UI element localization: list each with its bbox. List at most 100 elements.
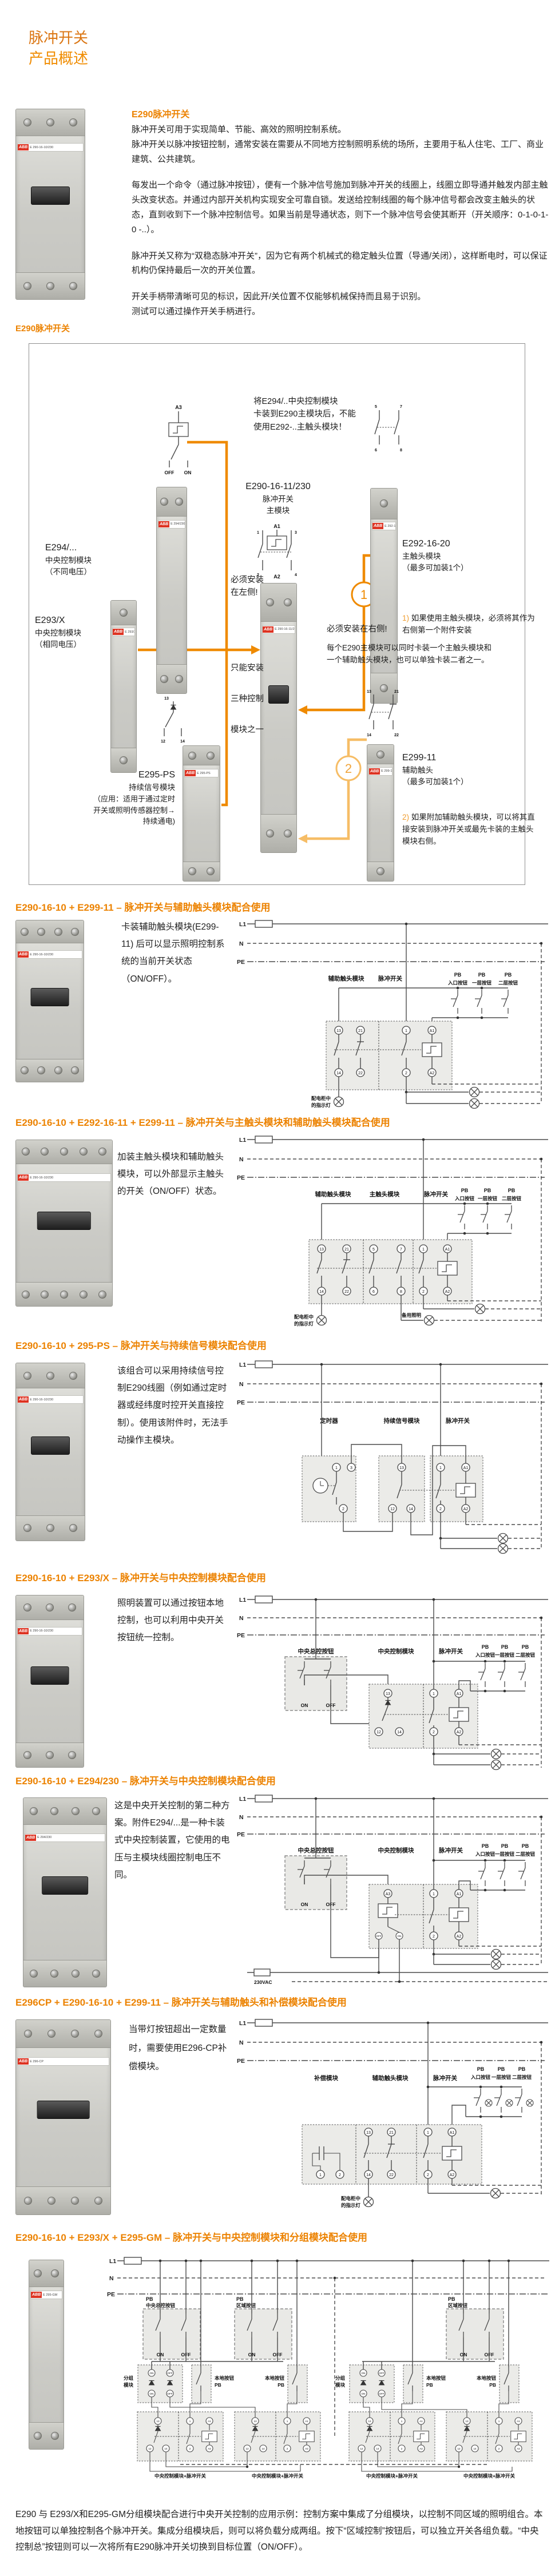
terminal-label: 3 [350,1466,352,1470]
terminal-label: 14 [319,1290,324,1294]
note2-number: 2) [402,813,410,821]
circled-number-2-label: 2 [345,761,352,776]
terminal-label: 22 [394,733,399,737]
lamp-caption: 配电柜中 [341,2196,360,2201]
column-label: 主触头模块 [370,1190,400,1198]
terminal-label: 2 [287,2447,288,2450]
pb-label: PB [518,2066,526,2072]
photo-code: E 290-16-10/230 [30,1398,54,1402]
section-desc-4: 照明装置可以通过按钮本地控制，也可以利用中央开关按钮统一控制。 [117,1598,224,1643]
intro-p6: 测试可以通过操作开关手柄进行。 [132,306,261,316]
pb-sub-label: 一层按钮 [495,1851,515,1857]
terminal-label: 14 [336,1071,341,1075]
pb-label: PB [482,1843,489,1849]
terminal-label: 5 [375,405,377,409]
lamp-icon [490,1948,502,1960]
terminal-label: 1 [287,2420,288,2423]
e299-sub: （最多可加装1个） [402,777,469,787]
e290-coil-symbol: A1 1 3 2 4 A2 [257,523,297,579]
pb-label: PB [454,972,462,978]
e294-code: E294/... [45,543,77,553]
photo-terminals-top [16,109,85,137]
terminal-label: A1 [463,1466,469,1470]
terminal-label: 1 [427,2131,429,2135]
terminal-label: 13 [465,2420,469,2423]
e293-code: E293/X [35,616,65,625]
terminal-label: 7 [400,1248,402,1252]
local-pb-label: PB [426,2382,433,2388]
pulse-module-box: 1 A1 2 A2 [399,1455,483,1522]
photo-code: E 290-16-10/230 [30,145,54,149]
bus-label: N [239,1615,244,1622]
pb-sub-label: 一层按钮 [478,1196,498,1201]
e292-label: E292-16-20 主触头模块 （最多可加装1个） [402,537,525,574]
terminal-label: 13 [367,690,371,694]
terminal-label: A1 [457,1692,462,1696]
intro-p4: 脉冲开关又称为“双稳态脉冲开关”，因为它有两个机械式的稳定触头位置（导通/关闭）… [132,251,548,276]
column-label: 脉冲开关 [378,975,402,982]
e295-contact-symbol: 13 12 14 [161,697,185,744]
e294-label: E294/... 中央控制模块 （不同电压） [45,541,140,578]
bus-label: N [109,2275,114,2282]
section-heading-3: E290-16-10 + 295-PS – 脉冲开关与持续信号模块配合使用 [15,1340,267,1351]
on-label: ON [301,1902,308,1907]
e299-name: 辅助触头 [402,766,433,775]
terminal-label: 2 [342,1507,344,1511]
intro-p1: 脉冲开关可用于实现简单、节能、高效的照明控制系统。 [132,125,347,134]
lamp-icon [423,1315,435,1326]
terminal-label: A2 [450,2173,455,2177]
pb-sub-label: 入口按钮 [447,980,468,986]
connector-e292-path [305,554,370,712]
vac-bus: 230VAC [247,1939,548,1985]
bus-label: L1 [109,2258,116,2265]
overview-connectors: 1 2 [138,440,377,843]
terminal-label: 5 [372,1248,375,1252]
terminal-label: 13 [319,1248,324,1252]
photo-code: E 294/230 [37,1836,52,1840]
switch-handle [31,1436,70,1455]
switch-handle [37,1211,92,1230]
terminal-label: 14 [376,2447,379,2450]
bus-label: PE [237,1632,245,1639]
e293-sub: （相同电压） [35,640,81,649]
module-box: 13 21 1 A1 14 22 2 A2 [326,1021,453,1090]
terminal-label: 12 [390,1507,395,1511]
overview-note-top: 将E294/..中央控制模块 卡装到E290主模块后，不能 使用E292-..主… [253,397,356,432]
arrowhead-left2-icon [298,834,307,843]
mini-on-label: ON [362,2372,366,2375]
section-heading-4: E290-16-10 + E293/X – 脉冲开关与中央控制模块配合使用 [15,1573,266,1583]
terminal-label: A2 [463,1507,469,1511]
terminal-label: 2 [433,1730,435,1734]
abb-logo: ABB [18,2058,29,2065]
pb-label: PB [505,972,512,978]
terminal-label: A1 [419,2420,423,2423]
lamp-icon [363,2196,374,2208]
overview-diagram-box: 1 2 A3 OFF ON 将E294/..中央控制模块 卡装到E290主模块后… [29,343,535,885]
lamp-icon [469,1086,480,1098]
terminal-label: 1 [189,2420,191,2423]
terminal-label: A2 [445,1290,450,1294]
pb-sub-label: 入口按钮 [470,2074,491,2080]
e290-sub: 主模块 [266,506,290,515]
e292-sub: （最多可加装1个） [402,563,469,573]
bus-label: L1 [239,1796,246,1803]
unit-caption: 中央控制模块+脉冲开关 [252,2473,303,2479]
push-button-group: PB PB PB 入口按钮 一层按钮 二层按钮 [322,1188,521,1245]
terminal-label: 2 [189,2447,191,2450]
terminal-label: 12 [360,2447,363,2450]
terminal-label: 21 [389,2131,394,2135]
abb-logo: ABB [25,1834,37,1841]
terminal-label: 2 [405,1071,407,1075]
push-button-group: PB PB PB 入口按钮 一层按钮 二层按钮 [339,972,518,1026]
circuit-diagram-5: L1 N PE 中央总控按钮 中央控制模块 脉冲开关 ON OFF A3 [237,1795,548,1985]
column-label: 持续信号模块 [384,1417,420,1424]
overview-note-2: 2) 如果附加辅助触头模块，可以将其直接安装到脉冲开关或最先卡装的主触头模块右侧… [402,812,537,848]
terminal-label: 7 [400,405,402,409]
